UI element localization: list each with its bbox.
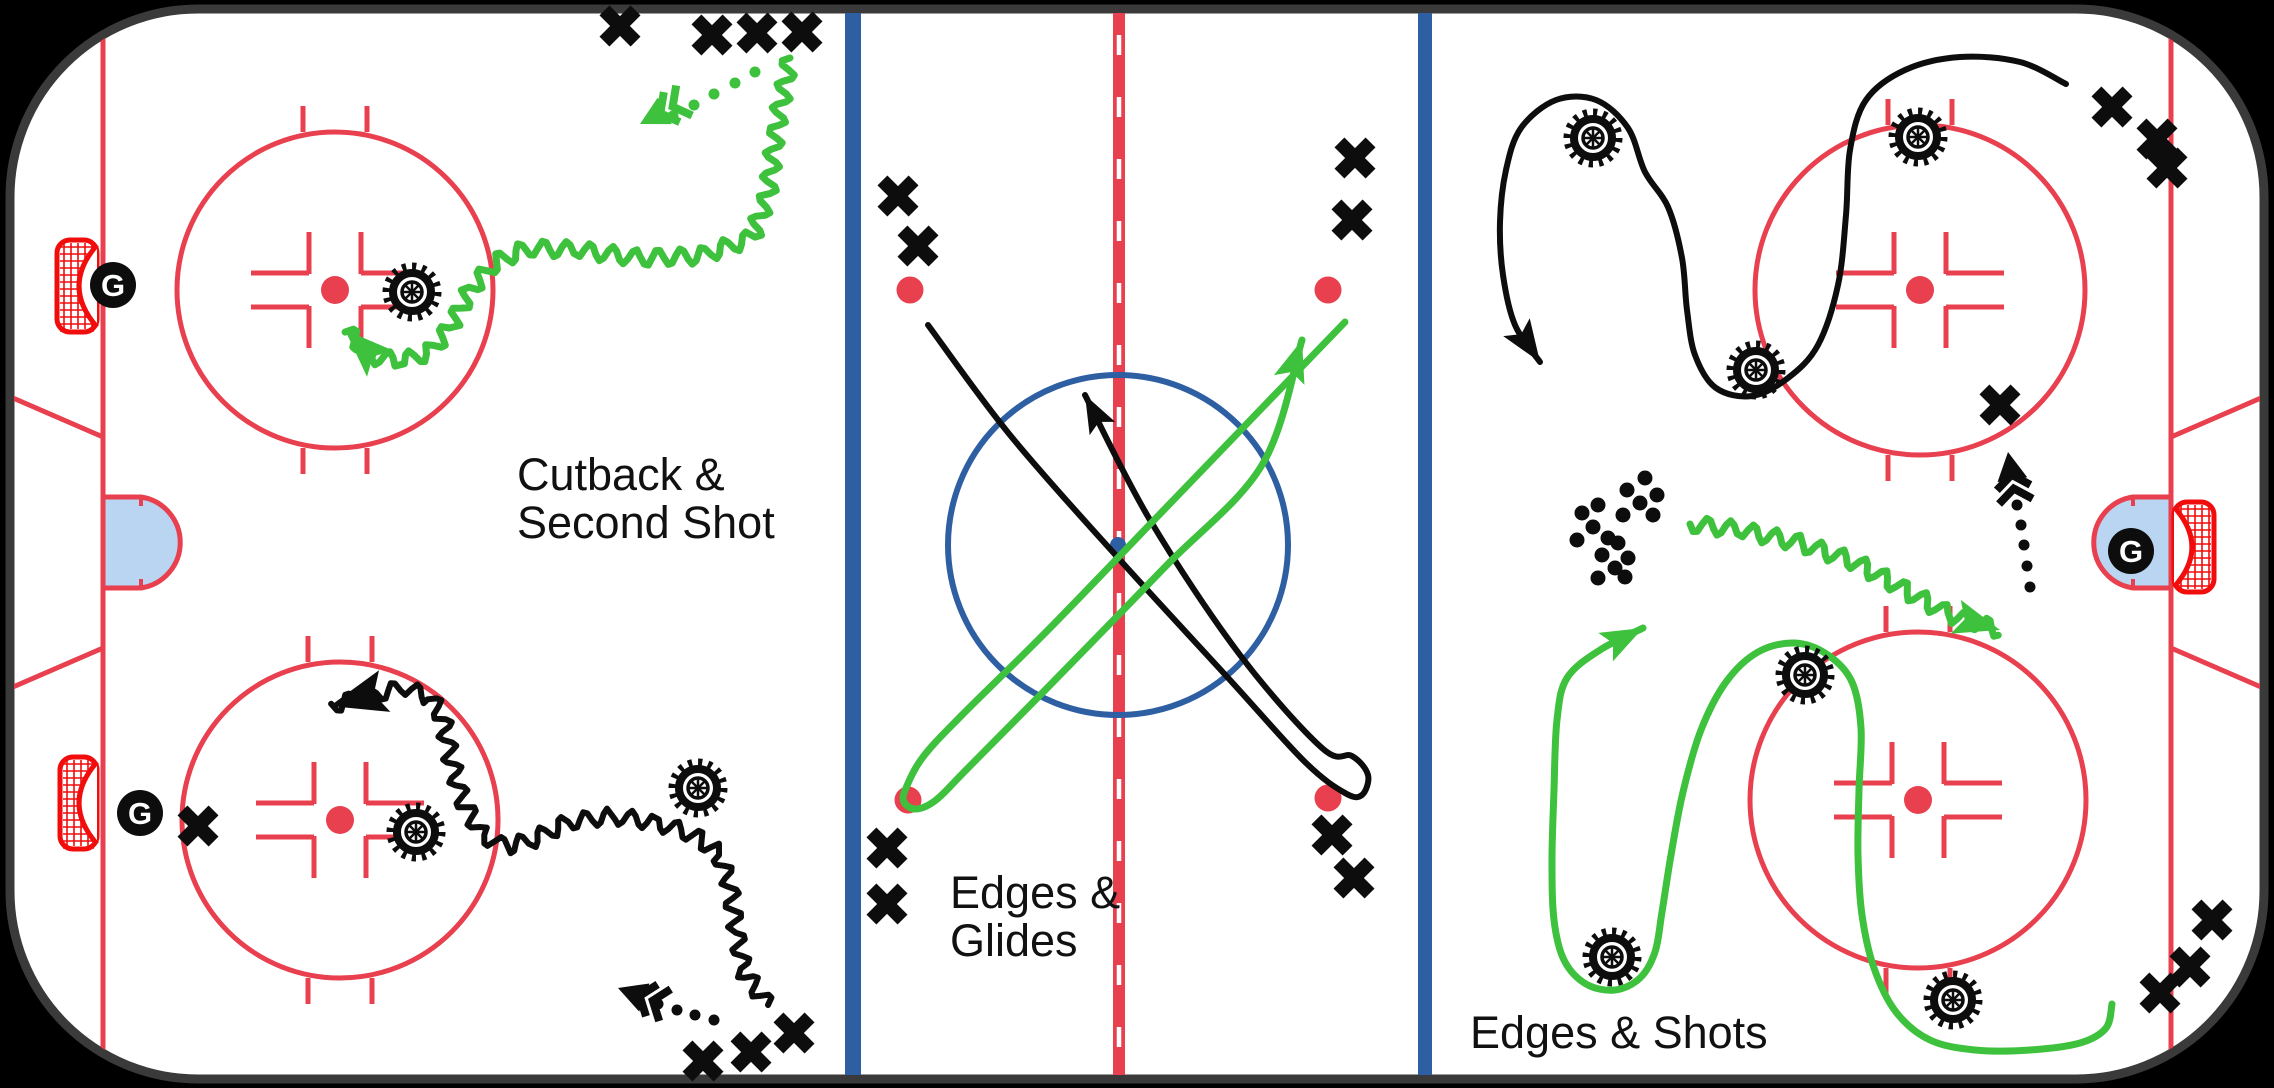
tire-icon[interactable] xyxy=(1726,340,1786,400)
puck-dot[interactable] xyxy=(1569,532,1585,548)
goalie-label: G xyxy=(101,268,125,303)
player-x-marker[interactable] xyxy=(681,4,743,66)
arrowhead xyxy=(1950,599,2000,634)
player-x-marker[interactable] xyxy=(771,1,833,63)
puck-dot[interactable] xyxy=(1619,482,1635,498)
puck-dot[interactable] xyxy=(1610,535,1626,551)
player-x-marker[interactable] xyxy=(856,817,918,879)
pass-arrow-cutback-pass[interactable] xyxy=(632,66,761,140)
neutral-faceoff-dot xyxy=(1314,276,1342,304)
pass-arrowhead xyxy=(1993,452,2035,507)
skating-path-cutback-carry[interactable] xyxy=(332,54,798,377)
player-x-marker[interactable] xyxy=(2126,108,2188,170)
player-x-marker[interactable] xyxy=(856,873,918,935)
goalie-label: G xyxy=(128,796,152,831)
neutral-faceoff-dot xyxy=(1314,784,1342,812)
player-x-marker[interactable] xyxy=(763,1002,825,1064)
player-x-marker[interactable] xyxy=(2129,962,2191,1024)
skating-path-edges-weave-green[interactable] xyxy=(1548,614,2116,1055)
tire-icon[interactable] xyxy=(1888,107,1948,167)
tire-icon[interactable] xyxy=(668,758,728,818)
arrowhead xyxy=(1503,318,1540,362)
player-x-marker[interactable] xyxy=(867,165,929,227)
tire-icon[interactable] xyxy=(1923,970,1983,1030)
puck-dot[interactable] xyxy=(1590,497,1606,513)
player-x-marker[interactable] xyxy=(1301,804,1363,866)
puck-dot[interactable] xyxy=(1594,547,1610,563)
tire-icon[interactable] xyxy=(386,802,446,862)
goal-net[interactable] xyxy=(57,754,100,852)
tire-icon[interactable] xyxy=(1563,108,1623,168)
puck-dot[interactable] xyxy=(1585,519,1601,535)
skating-path-glide-green[interactable] xyxy=(899,318,1349,813)
puck-dot[interactable] xyxy=(1615,507,1631,523)
skating-path-glide-black[interactable] xyxy=(925,322,1372,801)
player-x-marker[interactable] xyxy=(672,1030,734,1088)
blue-line-right xyxy=(1418,13,1432,1075)
trapezoid-line xyxy=(14,645,104,690)
station-label-cutback-second-shot[interactable]: Cutback & Second Shot xyxy=(517,449,775,548)
tire-icon[interactable] xyxy=(1582,927,1642,987)
player-x-marker[interactable] xyxy=(720,1021,782,1083)
player-x-marker[interactable] xyxy=(2136,137,2198,199)
arrowhead xyxy=(330,670,391,712)
player-x-marker[interactable] xyxy=(726,2,788,64)
arrowhead xyxy=(1085,395,1116,436)
player-x-marker[interactable] xyxy=(2181,889,2243,951)
pass-arrow-second-shot-pass[interactable] xyxy=(612,972,720,1026)
goal-net[interactable] xyxy=(54,237,100,335)
player-x-marker[interactable] xyxy=(1323,847,1385,909)
blue-line-left xyxy=(845,13,861,1075)
player-x-marker[interactable] xyxy=(1324,127,1386,189)
goal-crease-left xyxy=(100,494,183,591)
player-x-marker[interactable] xyxy=(1321,189,1383,251)
skating-path-edges-weave-black[interactable] xyxy=(1496,53,2069,400)
puck-dot[interactable] xyxy=(1617,569,1633,585)
puck-dot[interactable] xyxy=(1637,470,1653,486)
goal-net[interactable] xyxy=(2171,499,2217,595)
trapezoid-line xyxy=(2170,395,2260,440)
trapezoid-line xyxy=(14,395,104,440)
puck-dot[interactable] xyxy=(1607,560,1623,576)
puck-dot[interactable] xyxy=(1632,495,1648,511)
arrowhead xyxy=(345,330,393,377)
skating-path-second-shot-carry[interactable] xyxy=(324,670,775,1008)
player-x-marker[interactable] xyxy=(167,795,229,857)
puck-dot[interactable] xyxy=(1590,570,1606,586)
goalie-label: G xyxy=(2119,534,2143,569)
neutral-faceoff-dot xyxy=(896,276,924,304)
pass-arrow-shot-pass[interactable] xyxy=(1991,449,2036,593)
puck-dot[interactable] xyxy=(1574,505,1590,521)
station-label-edges-glides[interactable]: Edges & Glides xyxy=(950,867,1133,966)
station-label-edges-shots[interactable]: Edges & Shots xyxy=(1470,1007,1768,1058)
puck-dot[interactable] xyxy=(1620,550,1636,566)
tire-icon[interactable] xyxy=(382,262,442,322)
trapezoid-line xyxy=(2170,645,2260,690)
faceoff-circle xyxy=(179,636,501,1004)
pass-arrowhead xyxy=(618,980,673,1023)
player-x-marker[interactable] xyxy=(1969,374,2031,436)
goalie-badge[interactable]: G xyxy=(117,790,163,836)
skating-path-shot-carry[interactable] xyxy=(1686,514,2005,646)
player-x-marker[interactable] xyxy=(2081,76,2143,138)
goalie-badge[interactable]: G xyxy=(2108,528,2154,574)
player-x-marker[interactable] xyxy=(2159,936,2221,998)
goalie-badge[interactable]: G xyxy=(90,262,136,308)
arrowhead xyxy=(1598,628,1643,662)
faceoff-circle xyxy=(174,106,496,474)
pass-arrowhead xyxy=(640,84,694,126)
rink-markings xyxy=(14,13,2260,1075)
player-x-marker[interactable] xyxy=(589,0,651,57)
arrowhead xyxy=(1273,340,1305,385)
puck-dot[interactable] xyxy=(1645,507,1661,523)
rink-boards xyxy=(5,4,2269,1084)
tire-icon[interactable] xyxy=(1775,645,1835,705)
center-circle xyxy=(945,372,1291,718)
puck-dot[interactable] xyxy=(1649,487,1665,503)
player-x-marker[interactable] xyxy=(887,215,949,277)
